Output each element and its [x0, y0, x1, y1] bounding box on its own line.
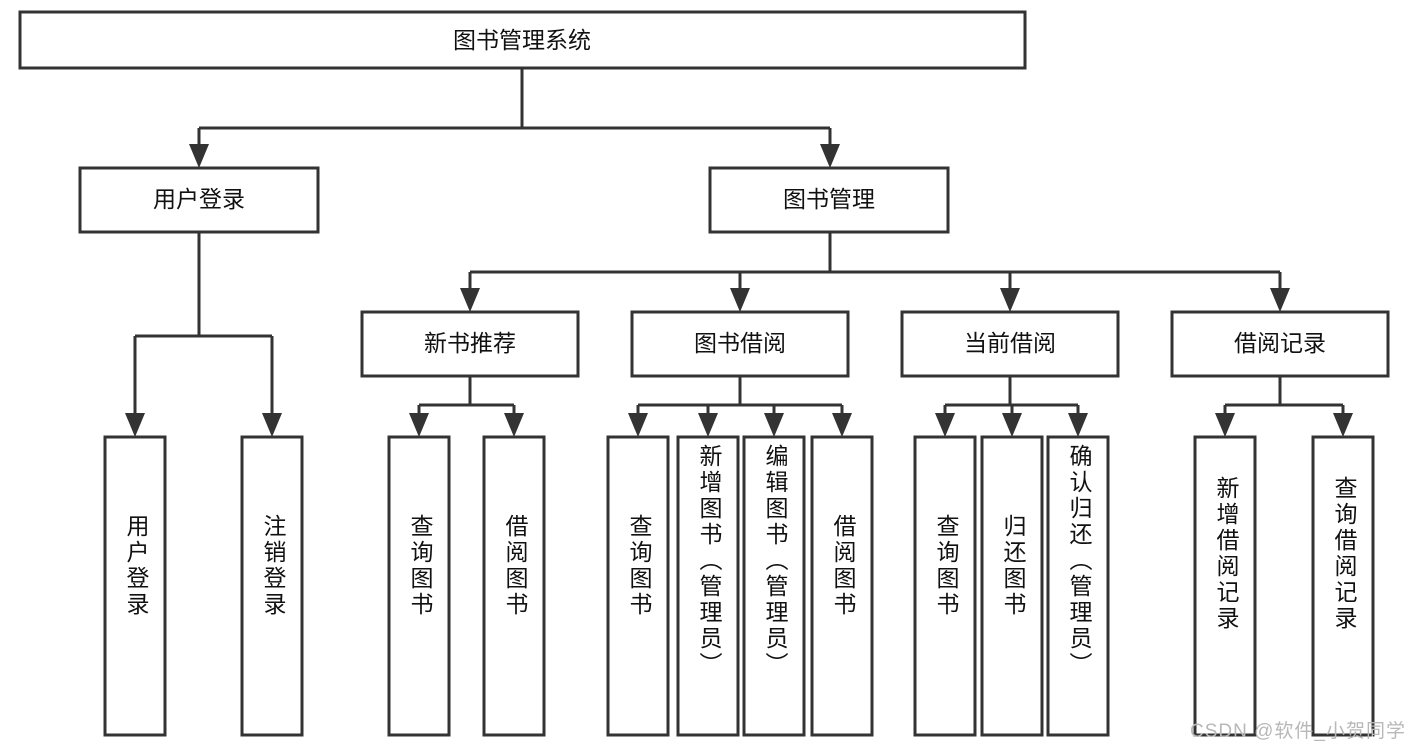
node-book-manage-box[interactable] — [708, 166, 950, 234]
node-leaf-add-book-box[interactable] — [676, 435, 740, 737]
connectors-new-book-rec-to-leaves — [409, 376, 524, 437]
node-leaf-query-record-box[interactable] — [1311, 435, 1375, 737]
node-user-login-label: 用户登录 — [153, 186, 245, 212]
connectors-root-to-level1 — [189, 68, 840, 168]
node-new-book-rec-box[interactable] — [360, 310, 580, 378]
node-book-borrow[interactable]: 图书借阅 — [630, 310, 850, 378]
arrow-to-leaf-logout — [262, 413, 282, 437]
node-leaf-borrow-book-1-box[interactable] — [482, 435, 546, 737]
node-leaf-query-book-2-box[interactable] — [606, 435, 670, 737]
arrow-to-leaf-query-book-3 — [935, 413, 955, 437]
node-leaf-query-book-3-box[interactable] — [913, 435, 977, 737]
node-book-manage[interactable]: 图书管理 — [708, 166, 950, 234]
node-root-label: 图书管理系统 — [453, 27, 591, 53]
arrow-to-user-login — [189, 144, 209, 168]
node-leaf-confirm-return-box[interactable] — [1046, 435, 1110, 737]
arrow-to-leaf-query-book-1 — [409, 413, 429, 437]
node-current-borrow-box[interactable] — [900, 310, 1120, 378]
arrow-to-leaf-borrow-book-1 — [504, 413, 524, 437]
connectors-current-borrow-to-leaves — [935, 376, 1088, 437]
node-leaf-edit-book-box[interactable] — [742, 435, 806, 737]
arrow-to-leaf-confirm-return — [1068, 413, 1088, 437]
node-leaf-logout-box[interactable] — [240, 435, 304, 737]
arrow-to-leaf-query-record — [1333, 413, 1353, 437]
arrow-to-leaf-edit-book — [764, 413, 784, 437]
node-leaf-add-record-box[interactable] — [1193, 435, 1257, 737]
node-leaf-query-book-1-box[interactable] — [387, 435, 451, 737]
node-root-box[interactable] — [18, 10, 1027, 70]
node-root[interactable]: 图书管理系统 — [18, 10, 1027, 70]
arrow-to-leaf-borrow-book-2 — [832, 413, 852, 437]
node-borrow-record[interactable]: 借阅记录 — [1170, 310, 1390, 378]
node-borrow-record-box[interactable] — [1170, 310, 1390, 378]
csdn-watermark: CSDN @软件_小贺同学 — [1190, 721, 1405, 742]
arrow-to-leaf-add-record — [1215, 413, 1235, 437]
node-new-book-rec-label: 新书推荐 — [424, 330, 516, 356]
arrow-to-leaf-add-book — [698, 413, 718, 437]
node-leaf-return-book-box[interactable] — [980, 435, 1044, 737]
arrow-to-leaf-return-book — [1002, 413, 1022, 437]
node-current-borrow-label: 当前借阅 — [964, 330, 1056, 356]
arrow-to-leaf-user-login — [125, 413, 145, 437]
node-book-borrow-label: 图书借阅 — [694, 330, 786, 356]
connectors-borrow-record-to-leaves — [1215, 376, 1353, 437]
arrow-to-book-manage — [820, 144, 840, 168]
arrow-to-new-book-rec — [460, 288, 480, 312]
arrow-to-current-borrow — [1000, 288, 1020, 312]
node-leaf-borrow-book-2-box[interactable] — [810, 435, 874, 737]
node-new-book-rec[interactable]: 新书推荐 — [360, 310, 580, 378]
node-user-login[interactable]: 用户登录 — [78, 166, 320, 234]
arrow-to-borrow-record — [1270, 288, 1290, 312]
node-user-login-box[interactable] — [78, 166, 320, 234]
arrow-to-leaf-query-book-2 — [628, 413, 648, 437]
connectors-book-manage-to-level2 — [460, 232, 1290, 312]
arrow-to-book-borrow — [730, 288, 750, 312]
connectors-user-login-to-leaves — [125, 232, 282, 437]
connectors-book-borrow-to-leaves — [628, 376, 852, 437]
node-leaf-user-login-box[interactable] — [103, 435, 167, 737]
node-book-borrow-box[interactable] — [630, 310, 850, 378]
node-book-manage-label: 图书管理 — [783, 186, 875, 212]
node-borrow-record-label: 借阅记录 — [1234, 330, 1326, 356]
node-current-borrow[interactable]: 当前借阅 — [900, 310, 1120, 378]
